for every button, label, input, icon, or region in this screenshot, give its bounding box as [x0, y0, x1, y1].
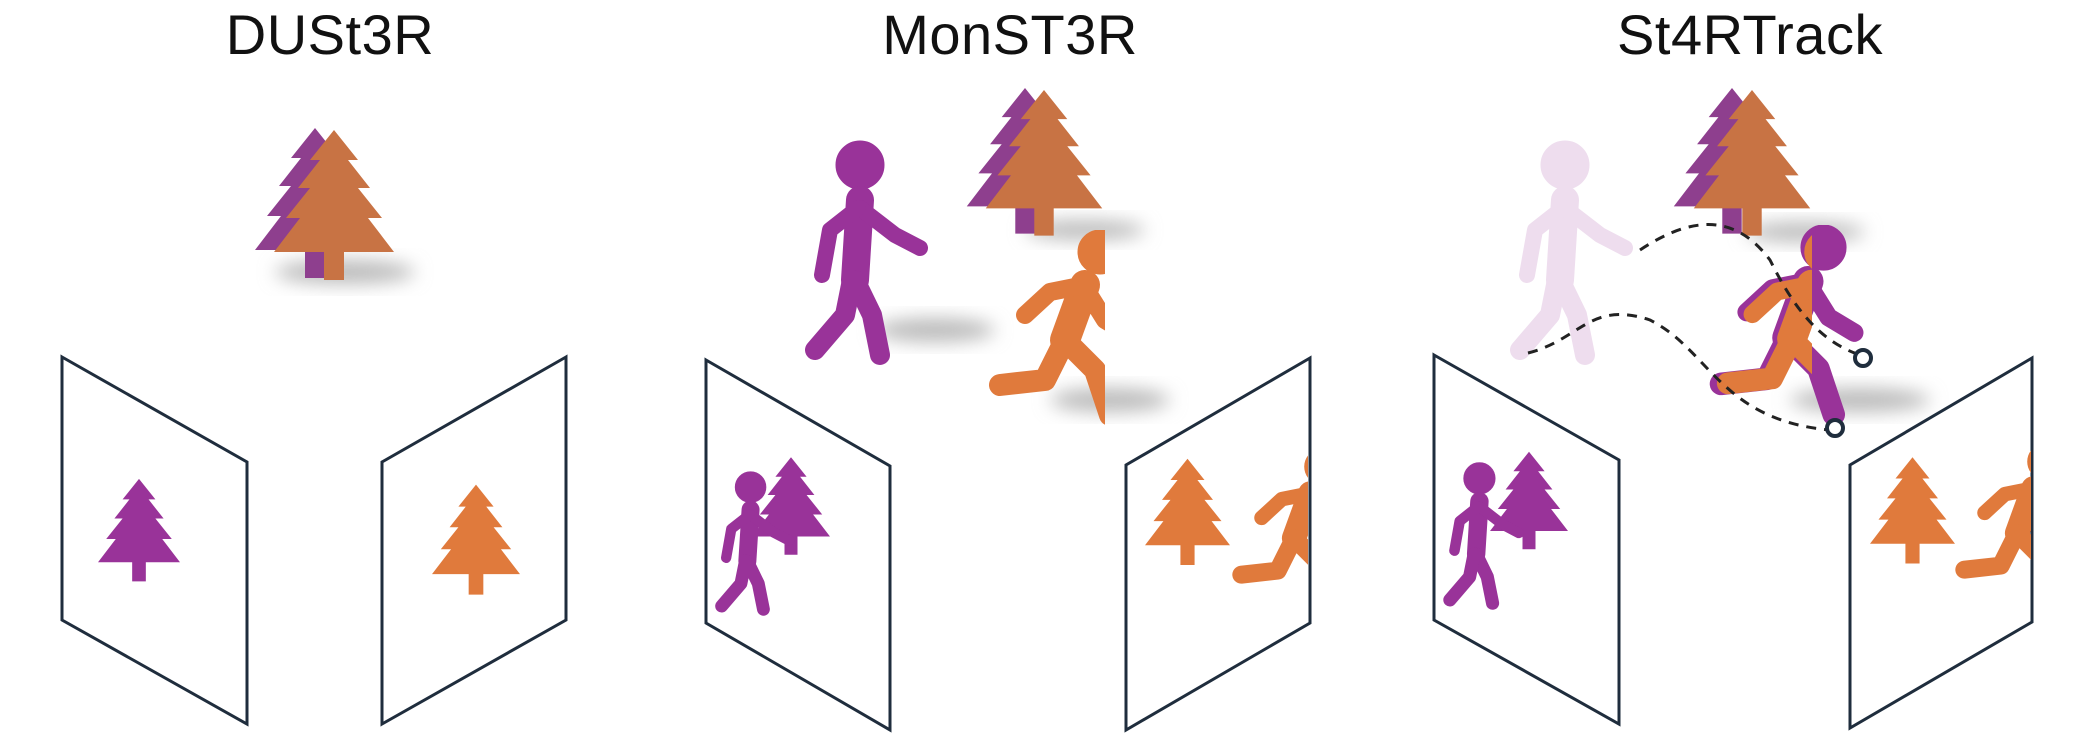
tree-icon	[255, 128, 415, 284]
track-line	[1639, 223, 1861, 357]
monst3r-panel	[704, 88, 1312, 733]
camera-frame-icon	[1124, 355, 1312, 733]
running-person-icon	[1000, 230, 1130, 415]
camera-frame-icon	[704, 357, 892, 733]
st4rtrack-title: St4RTrack	[1617, 3, 1883, 66]
camera-frame-icon	[60, 354, 249, 727]
st4rtrack-panel	[1432, 88, 2034, 731]
running-person-icon	[1721, 225, 1856, 415]
track-endpoint-icon	[1853, 348, 1873, 368]
dust3r-panel	[60, 128, 568, 727]
tree-icon	[1673, 88, 1811, 236]
camera-frame-icon	[1432, 352, 1621, 727]
track-endpoint-icon	[1825, 418, 1845, 438]
monst3r-title: MonST3R	[882, 3, 1138, 66]
camera-frame-icon	[1848, 355, 2034, 731]
camera-frame-icon	[380, 354, 568, 727]
track-line	[1527, 313, 1831, 432]
walking-person-icon	[1520, 141, 1625, 355]
dust3r-title: DUSt3R	[225, 3, 435, 66]
tree-icon	[966, 88, 1103, 236]
